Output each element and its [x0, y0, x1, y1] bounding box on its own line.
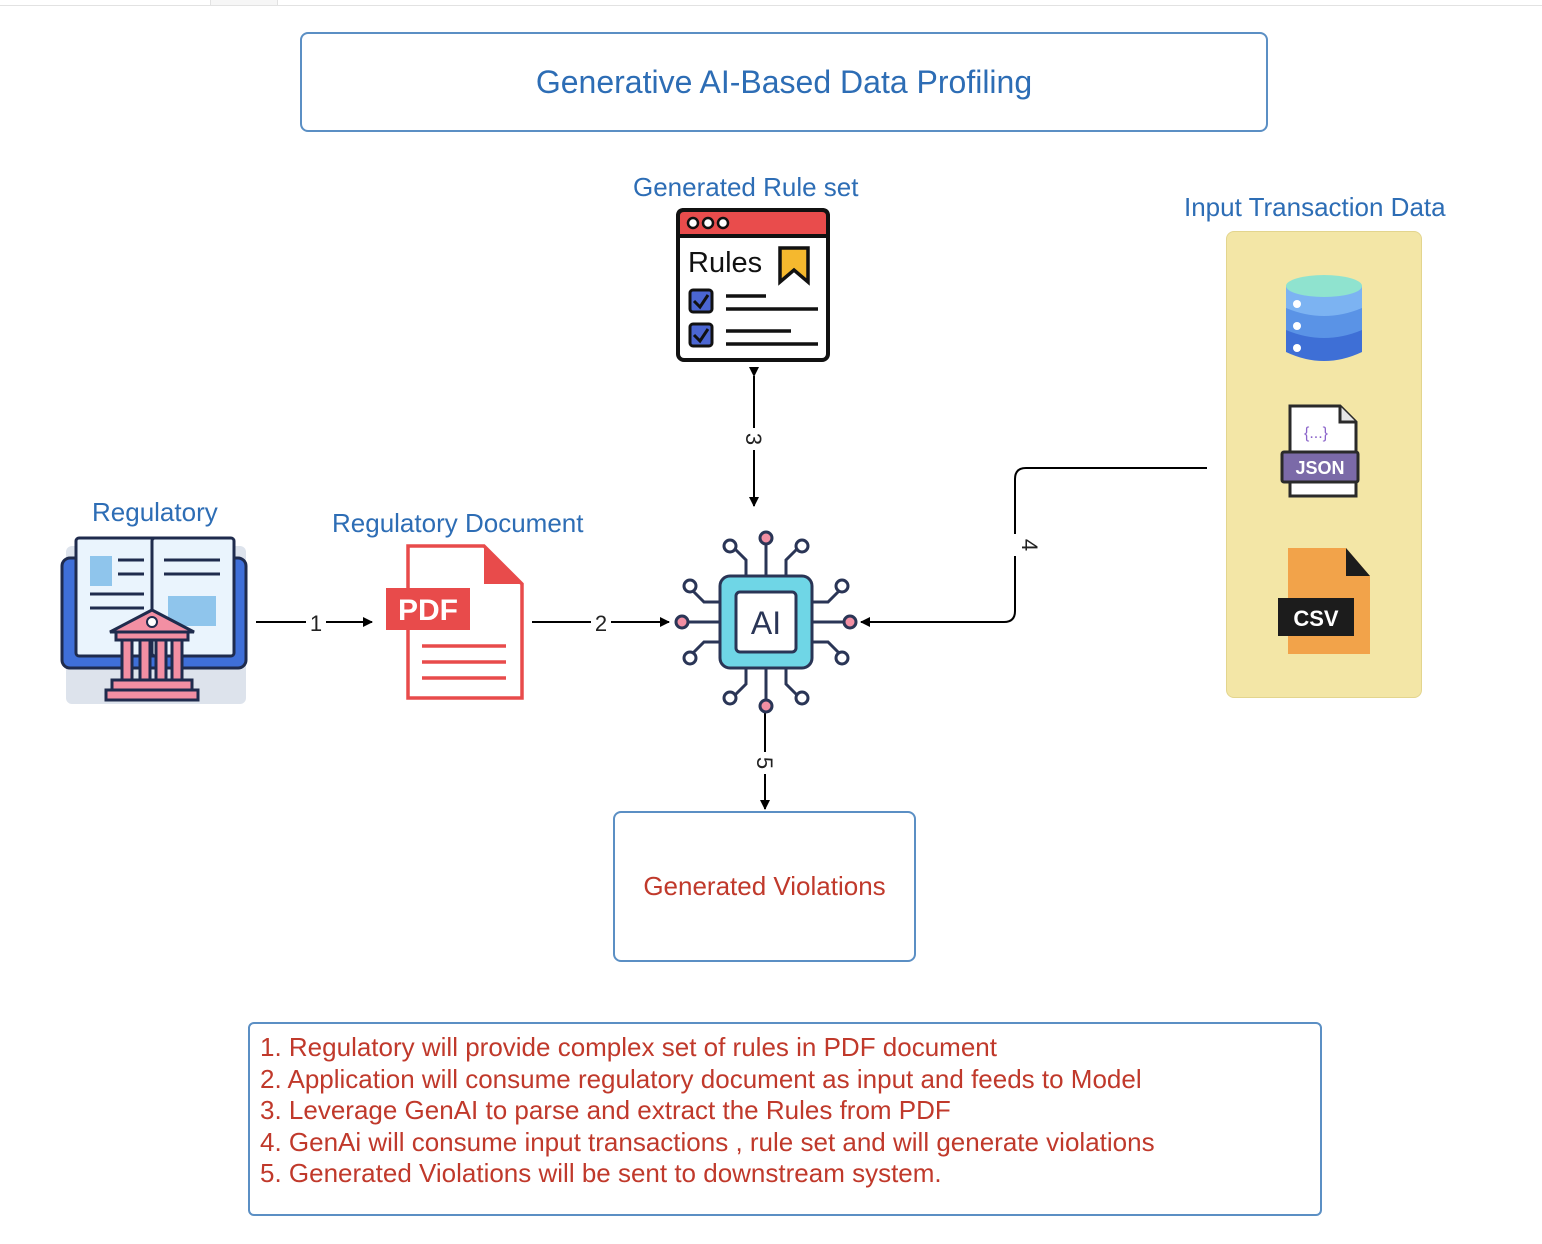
note-item: 3. Leverage GenAI to parse and extract t… — [260, 1095, 951, 1125]
violations-box: Generated Violations — [613, 811, 916, 962]
notes-box: 1. Regulatory will provide complex set o… — [248, 1022, 1322, 1216]
arrow-2-label: 2 — [595, 611, 607, 636]
ai-text: AI — [751, 605, 781, 641]
arrow-3-label: 3 — [741, 433, 766, 445]
rules-text: Rules — [688, 247, 762, 279]
arrow-5-label: 5 — [752, 757, 777, 769]
note-item: 2. Application will consume regulatory d… — [260, 1063, 1142, 1094]
arrow-1-label: 1 — [310, 611, 322, 636]
arrow-4-label: 4 — [1017, 539, 1042, 551]
violations-label: Generated Violations — [643, 871, 886, 901]
input-data-label: Input Transaction Data — [1184, 192, 1446, 222]
database-icon — [1286, 275, 1362, 361]
rules-icon: Rules — [676, 208, 830, 362]
rule-set-label: Generated Rule set — [633, 172, 859, 202]
note-item: 1. Regulatory will provide complex set o… — [260, 1032, 997, 1062]
json-file-icon: {...} JSON — [1280, 404, 1360, 498]
note-item: 5. Generated Violations will be sent to … — [260, 1158, 942, 1188]
csv-file-icon: CSV — [1278, 548, 1370, 654]
ai-chip-icon: AI — [674, 530, 858, 714]
title-box: Generative AI-Based Data Profiling — [300, 32, 1268, 132]
csv-text: CSV — [1293, 606, 1339, 631]
pdf-text: PDF — [398, 594, 458, 627]
regulatory-book-icon — [60, 536, 248, 704]
top-divider — [0, 0, 1542, 6]
json-text: JSON — [1295, 458, 1344, 478]
regulatory-label: Regulatory — [92, 497, 218, 527]
regulatory-document-label: Regulatory Document — [332, 508, 584, 538]
pdf-icon: PDF — [386, 544, 524, 700]
json-braces: {...} — [1304, 425, 1329, 442]
note-item: 4. GenAi will consume input transactions… — [260, 1126, 1155, 1157]
diagram-title: Generative AI-Based Data Profiling — [535, 63, 1033, 100]
